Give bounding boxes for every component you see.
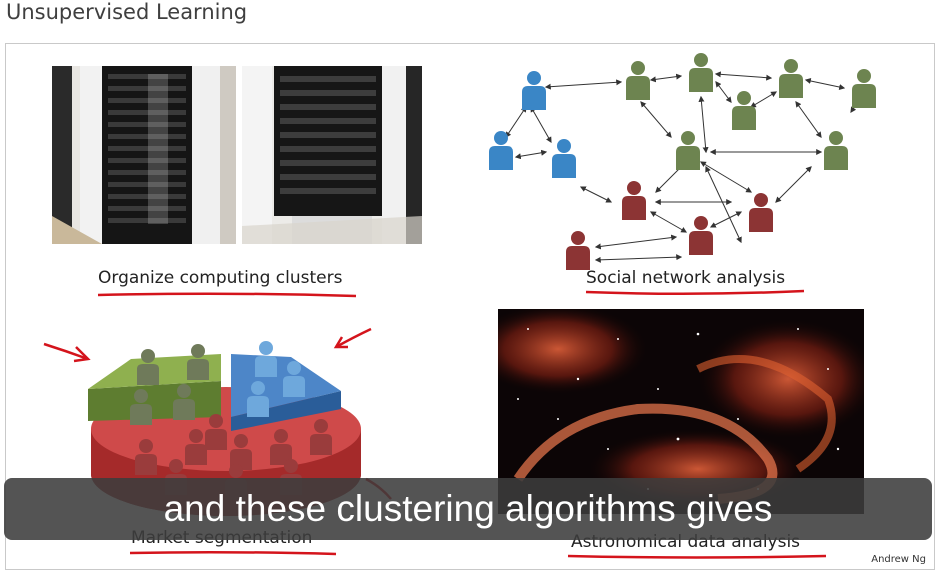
video-subtitle: and these clustering algorithms gives (4, 478, 932, 540)
underline-clusters (97, 292, 357, 298)
underline-astro (567, 554, 827, 559)
social-network-graph (489, 53, 876, 270)
caption-social: Social network analysis (586, 268, 786, 288)
caption-clusters: Organize computing clusters (98, 268, 343, 288)
page-title: Unsupervised Learning (6, 0, 248, 24)
lecture-slide: Organize computing clusters Social netwo… (5, 43, 935, 570)
underline-market (129, 550, 337, 556)
underline-social (585, 289, 805, 296)
slide-credit: Andrew Ng (871, 554, 926, 565)
server-racks-image (52, 66, 422, 244)
